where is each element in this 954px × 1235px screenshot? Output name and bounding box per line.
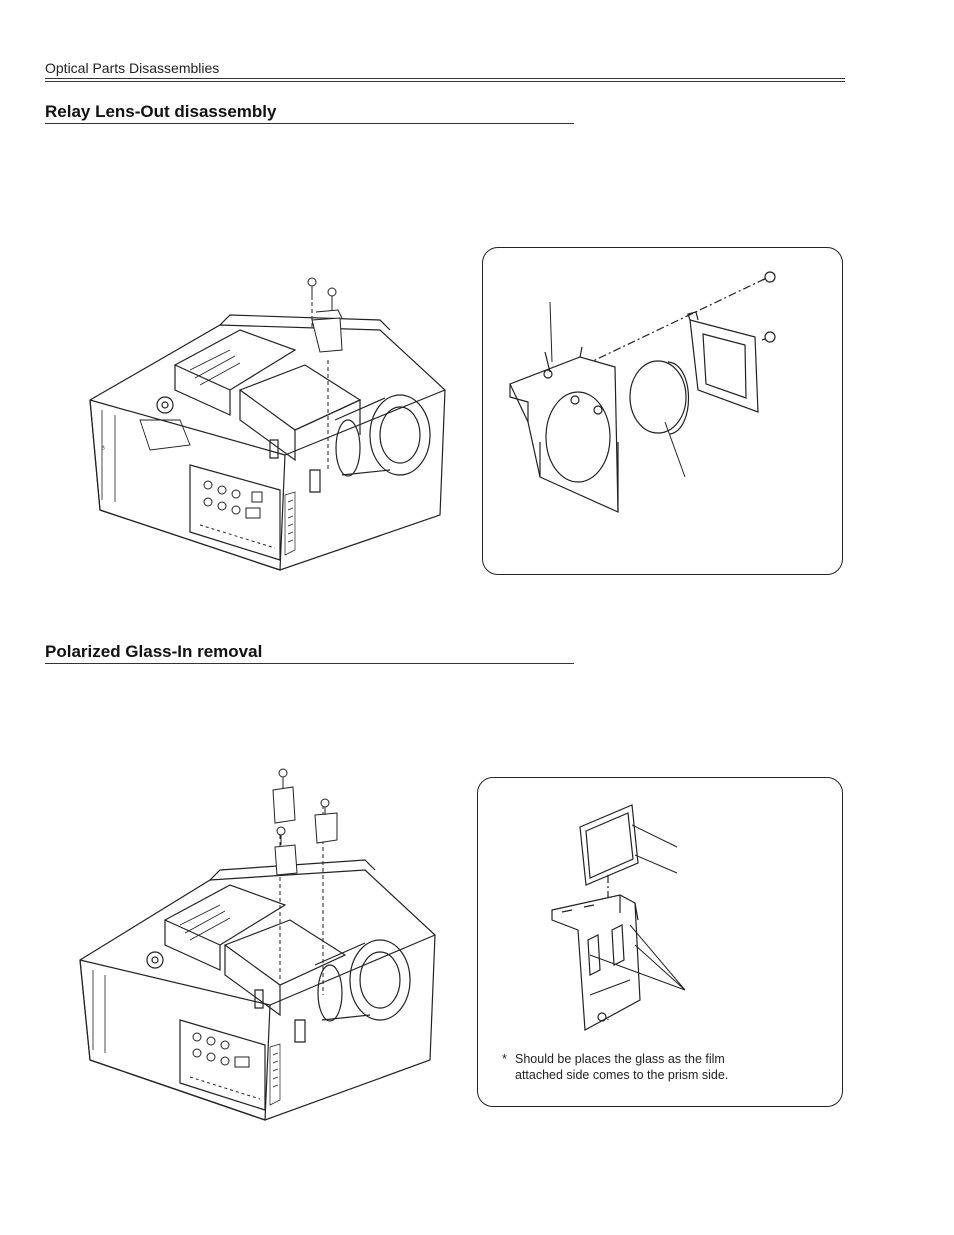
relay-lens-exploded-detail [500, 262, 820, 552]
screw-icon [762, 272, 775, 342]
screw-icon [308, 278, 336, 310]
section-title-polarized-glass: Polarized Glass-In removal [45, 642, 263, 661]
projector-illustration-2 [75, 765, 445, 1125]
bracket-icon [510, 302, 618, 512]
screw-icon [277, 769, 329, 845]
installation-note: * Should be places the glass as the film… [502, 1051, 742, 1083]
glass-icon [580, 805, 638, 885]
section-rule-relay-lens [45, 123, 574, 124]
running-header: Optical Parts Disassemblies [45, 60, 220, 76]
header-rule-bottom [45, 81, 845, 82]
header-rule-top [45, 78, 845, 79]
note-marker: * [502, 1052, 507, 1066]
note-text: Should be places the glass as the film a… [515, 1052, 729, 1082]
svg-text:♁: ♁ [100, 442, 107, 452]
polarized-glass-detail [540, 795, 710, 1040]
projector-illustration-1: ♁ [80, 270, 460, 580]
section-rule-polarized-glass [45, 663, 574, 664]
lens-icon [630, 361, 689, 434]
section-title-relay-lens: Relay Lens-Out disassembly [45, 102, 277, 121]
detail-box-polarized-glass [477, 777, 843, 1107]
